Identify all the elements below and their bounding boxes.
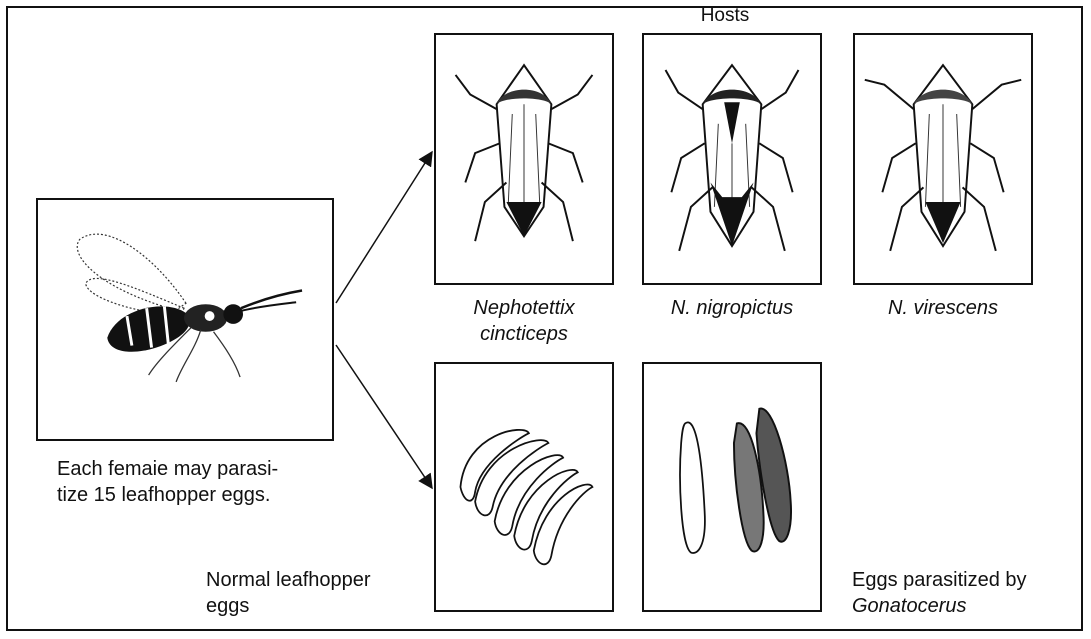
normal-eggs-caption-line2: eggs <box>206 594 249 618</box>
parasitized-eggs-caption-line2: Gonatocerus <box>852 594 967 618</box>
wasp-illustration <box>38 200 332 439</box>
leafhopper-cincticeps-illustration <box>436 35 612 283</box>
wasp-caption-line2: tize 15 leafhopper eggs. <box>57 483 271 507</box>
host-panel-cincticeps <box>434 33 614 285</box>
host-name-virescens: N. virescens <box>853 296 1033 320</box>
host-panel-virescens <box>853 33 1033 285</box>
parasitized-eggs-caption-line1: Eggs parasitized by <box>852 568 1027 592</box>
wasp-panel <box>36 198 334 441</box>
host-name-cincticeps-line1: Nephotettix <box>434 296 614 320</box>
normal-eggs-caption-line1: Normal leafhopper <box>206 568 371 592</box>
leafhopper-nigropictus-illustration <box>644 35 820 283</box>
host-panel-nigropictus <box>642 33 822 285</box>
host-name-nigropictus: N. nigropictus <box>642 296 822 320</box>
parasitized-eggs-panel <box>642 362 822 612</box>
host-name-cincticeps-line2: cincticeps <box>434 322 614 346</box>
wasp-caption-line1: Each femaie may parasi- <box>57 457 278 481</box>
hosts-header: Hosts <box>675 4 775 28</box>
leafhopper-virescens-illustration <box>855 35 1031 283</box>
normal-eggs-illustration <box>436 364 612 610</box>
parasitized-eggs-illustration <box>644 364 820 610</box>
normal-eggs-panel <box>434 362 614 612</box>
